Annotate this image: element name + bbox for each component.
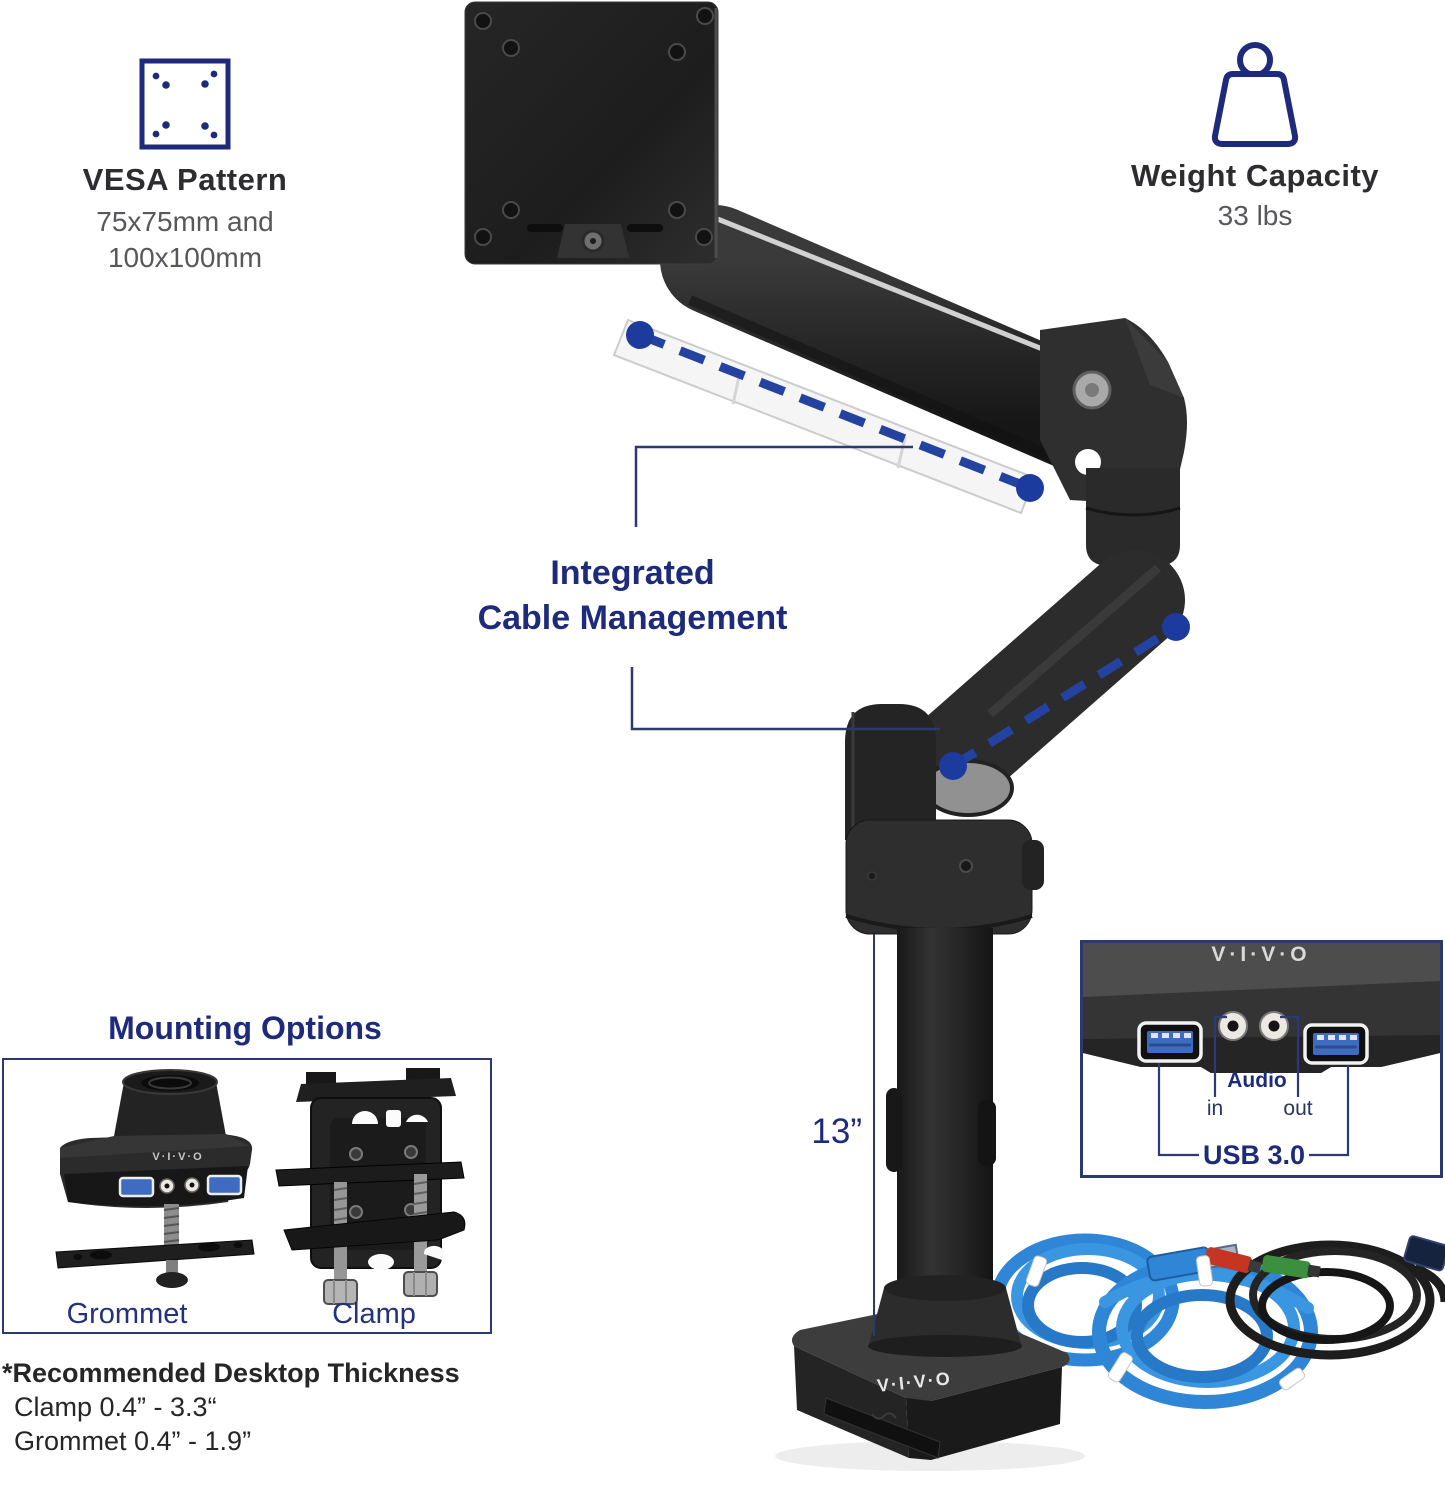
mounting-options-title: Mounting Options [108,1010,382,1046]
usb-connector-edge [1403,1235,1445,1272]
audio-in-label: in [1206,1097,1224,1120]
audio-jack-in [1218,1011,1248,1041]
inset-brand-logo: V·I·V·O [1211,943,1310,966]
footnote-clamp-range: Clamp 0.4” - 3.3“ [14,1392,217,1422]
usb-port-left [1137,1021,1203,1063]
vesa-size-line1: 75x75mm and [96,206,274,237]
audio-cable-coil [1225,1240,1445,1360]
grommet-label: Grommet [66,1298,188,1330]
cable-callout-line2: Cable Management [477,599,788,637]
grommet-mount-image: V·I·V·O [55,1069,255,1288]
weight-value: 33 lbs [1217,200,1293,231]
vesa-plate [464,1,719,265]
cable-ties [1025,1255,1306,1391]
grommet-brand-logo: V·I·V·O [152,1151,203,1163]
usb-label: USB 3.0 [1202,1140,1306,1170]
vesa-title: VESA Pattern [82,162,288,197]
audio-connector-green [1261,1255,1321,1279]
desktop-thickness-footnote: *Recommended Desktop Thickness Clamp 0.4… [2,1356,460,1458]
cable-callout-lines [630,445,940,731]
cable-route-dashed-upper [626,321,1044,502]
cable-management-callout: Integrated Cable Management [455,551,810,641]
pole [886,928,996,1300]
vesa-pattern-block: VESA Pattern 75x75mm and 100x100mm [75,58,295,276]
pole-base-cone [868,1275,1022,1357]
footnote-grommet-range: Grommet 0.4” - 1.9” [14,1426,252,1456]
cable-callout-line1: Integrated [550,554,715,592]
weight-capacity-block: Weight Capacity 33 lbs [1120,38,1390,234]
vesa-size-line2: 100x100mm [107,242,263,273]
audio-connector-red [1204,1247,1262,1274]
lower-arm [912,550,1185,802]
swivel-bearing [922,759,1014,817]
footnote-title: *Recommended Desktop Thickness [2,1358,460,1388]
usb-port-right [1303,1023,1369,1065]
pole-height-label: 13” [811,1112,862,1151]
elbow-joint [1040,318,1187,504]
weight-icon [1211,42,1299,147]
audio-label: Audio [1227,1069,1287,1092]
inset-callout-lines [1157,1015,1350,1157]
ports-closeup-image: V·I·V·O [1083,943,1440,1157]
clamp-mount-image [275,1068,466,1305]
ports-closeup-inset: V·I·V·O [1080,940,1443,1178]
mounting-options-box: V·I·V·O [2,1058,492,1334]
audio-jack-out [1259,1011,1289,1041]
audio-out-label: out [1283,1097,1313,1120]
elbow-neck [1086,468,1180,566]
pole-collar [845,819,1044,935]
pole-top [845,704,936,840]
weight-title: Weight Capacity [1130,158,1380,193]
clamp-label: Clamp [332,1298,416,1330]
vesa-pattern-icon [139,58,231,150]
cable-route-dashed-lower [939,613,1190,780]
